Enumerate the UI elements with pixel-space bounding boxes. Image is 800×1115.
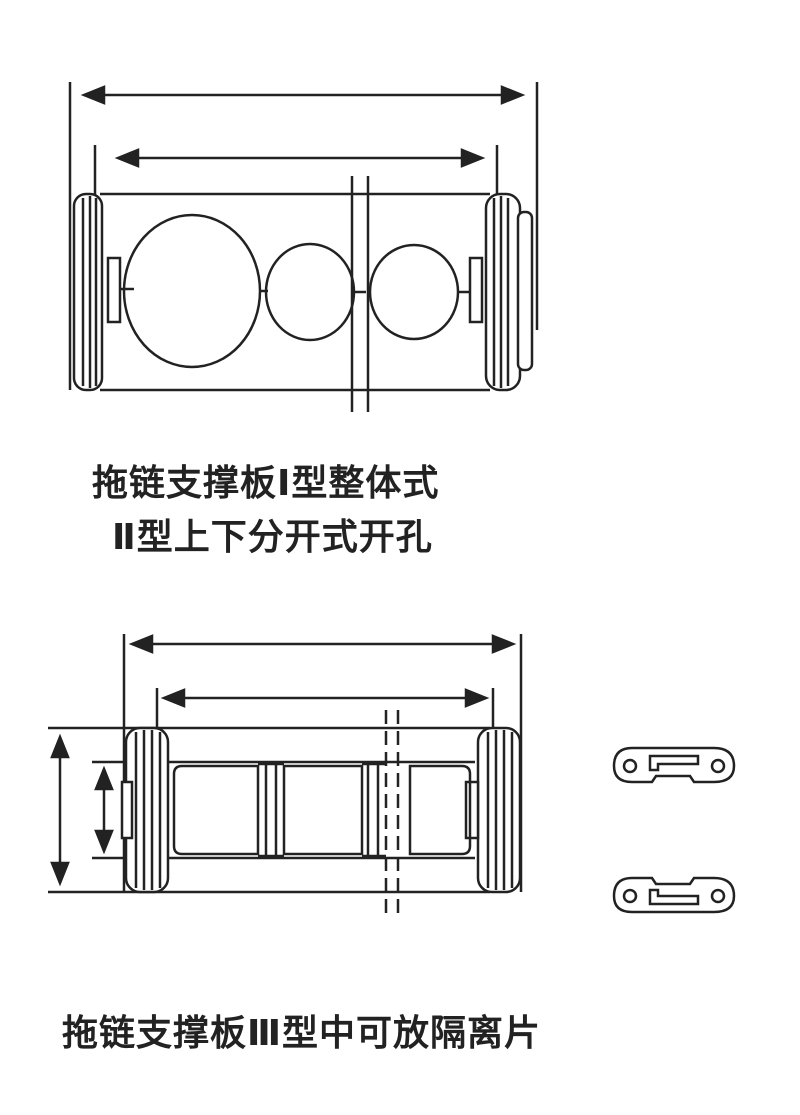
chamber-2 bbox=[282, 764, 364, 856]
outer-width-arrow-left bbox=[128, 634, 154, 654]
chamber-3 bbox=[408, 764, 472, 856]
right-side-link bbox=[476, 726, 522, 894]
caption-type1: 拖链支撑板Ⅰ型整体式 bbox=[92, 463, 440, 504]
left-side-link-tab bbox=[120, 780, 134, 840]
medium-cable-hole-left bbox=[264, 242, 356, 342]
right-side-link-tab bbox=[468, 256, 484, 324]
outer-width-arrow-left bbox=[80, 85, 106, 105]
separator-profile-top bbox=[612, 746, 736, 784]
inner-width-arrow-right bbox=[464, 688, 490, 708]
caption-type2: Ⅱ型上下分开式开孔 bbox=[112, 517, 433, 558]
outer-width-arrow-right bbox=[500, 85, 526, 105]
separator-right bbox=[362, 762, 386, 858]
left-side-link-tab bbox=[106, 256, 122, 324]
separator-profile-bottom bbox=[612, 876, 736, 914]
inner-height-arrow-top bbox=[94, 765, 114, 791]
outer-height-arrow-bottom bbox=[50, 861, 70, 887]
outer-height-arrow-top bbox=[50, 733, 70, 759]
medium-cable-hole-right bbox=[368, 243, 460, 341]
inner-width-arrow-left bbox=[160, 688, 186, 708]
right-side-link bbox=[484, 192, 522, 392]
separator-left bbox=[258, 762, 284, 858]
support-plate-type3-diagram bbox=[48, 634, 523, 916]
right-side-link-outer-lip bbox=[516, 210, 534, 372]
inner-width-arrow-right bbox=[460, 148, 486, 168]
inner-height-arrow-bottom bbox=[94, 829, 114, 855]
right-side-link-tab bbox=[464, 780, 480, 840]
support-plate-type1-diagram bbox=[68, 82, 539, 412]
inner-width-arrow-left bbox=[114, 148, 140, 168]
chamber-1 bbox=[172, 764, 260, 856]
left-side-link bbox=[72, 192, 104, 392]
caption-type3: 拖链支撑板Ⅲ型中可放隔离片 bbox=[62, 1013, 542, 1054]
large-cable-hole bbox=[122, 213, 262, 369]
outer-width-arrow-right bbox=[491, 634, 517, 654]
separator-profiles bbox=[612, 746, 736, 914]
